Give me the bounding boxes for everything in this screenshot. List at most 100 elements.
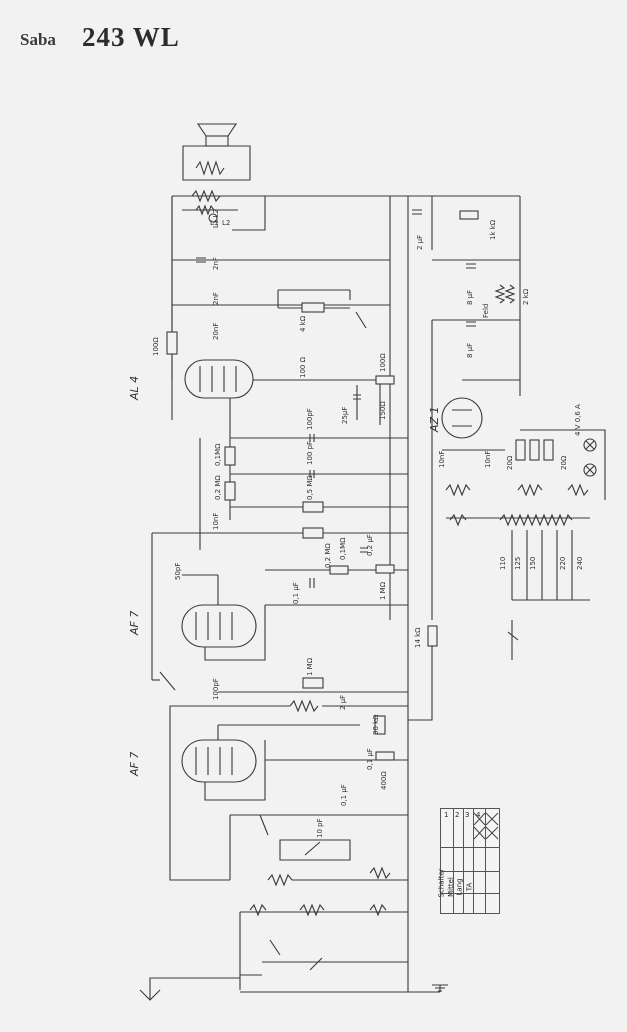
switch-table-col-1: 1 bbox=[444, 811, 449, 819]
tube-az1-icon bbox=[441, 397, 483, 439]
c01uf-a-label: 0,1 μF bbox=[292, 582, 300, 604]
r1m-label: 1 MΩ bbox=[379, 581, 387, 600]
pilot-lamp-b-icon bbox=[583, 463, 597, 477]
l2-label: L2 bbox=[222, 219, 230, 227]
r01mb-label: 0,1MΩ bbox=[339, 537, 347, 560]
r01m-label: 0,1MΩ bbox=[214, 443, 222, 466]
tube-af7-upper-icon bbox=[181, 604, 266, 661]
switch-1-icon bbox=[309, 957, 323, 971]
resistor-100c-icon bbox=[375, 375, 395, 385]
capacitor-2nf-a-icon bbox=[196, 257, 206, 263]
r150-label: 150Ω bbox=[379, 401, 387, 420]
c8uf-a-label: 8 μF bbox=[466, 290, 474, 305]
resistor-02m-icon bbox=[224, 481, 236, 501]
c20nf-label: 20nF bbox=[212, 323, 220, 340]
model-label: 243 WL bbox=[82, 22, 180, 52]
trimmer-upper-icon bbox=[159, 671, 176, 691]
trimmer-mid-icon bbox=[259, 814, 269, 836]
resistor-100-icon bbox=[166, 331, 178, 355]
resistor-01m-icon bbox=[224, 446, 236, 466]
c25uf-label: 25μF bbox=[341, 407, 349, 424]
c10nf-label: 10nF bbox=[212, 513, 220, 530]
r05m-label: 0,5 MΩ bbox=[306, 475, 314, 500]
tube-al4-icon bbox=[184, 359, 254, 420]
c2uf-label: 2 μF bbox=[339, 695, 347, 710]
c10nfb-label: 10nF bbox=[438, 451, 446, 468]
r2k-label: 2 kΩ bbox=[522, 288, 530, 305]
resistor-02mb-icon bbox=[302, 527, 324, 539]
antenna-icon bbox=[139, 977, 240, 1001]
r20a-label: 20Ω bbox=[506, 455, 514, 470]
c100pfc-label: 100pF bbox=[212, 678, 220, 700]
resistor-01mb-icon bbox=[329, 565, 349, 575]
loudspeaker-icon bbox=[182, 123, 251, 181]
r100c-label: 100Ω bbox=[379, 353, 387, 372]
resistor-1mb-icon bbox=[302, 677, 324, 689]
resistor-1m-icon bbox=[375, 564, 395, 574]
l1l2-label: L1 L2 bbox=[212, 209, 220, 228]
tube-af7-lower-icon bbox=[181, 739, 266, 801]
switch-3-icon bbox=[304, 841, 321, 856]
transformer-primary-b-icon bbox=[499, 513, 573, 527]
coil-mid-icon bbox=[267, 873, 293, 887]
resistor-05m-icon bbox=[302, 501, 324, 513]
c02uf-label: 0,2 μF bbox=[366, 534, 374, 556]
feld-label: Feld bbox=[482, 304, 490, 318]
c10pf-label: 10 pF bbox=[316, 818, 324, 838]
c8uf-b-label: 8 μF bbox=[466, 343, 474, 358]
r14k-label: 14 kΩ bbox=[414, 627, 422, 648]
brand-label: Saba bbox=[20, 30, 56, 49]
switch-icon bbox=[355, 311, 367, 329]
c01ufb-label: 0,1 μF bbox=[366, 748, 374, 770]
resistor-30k-icon bbox=[374, 715, 386, 735]
transformer-secondary-a-icon bbox=[445, 483, 471, 497]
r100-label: 100Ω bbox=[152, 337, 160, 356]
r30k-label: 30 kΩ bbox=[372, 714, 380, 735]
r02m-label: 0,2 MΩ bbox=[214, 475, 222, 500]
ground-icon bbox=[432, 984, 448, 992]
switch-table-col-2: 2 bbox=[455, 811, 460, 819]
pilot-lamp-a-icon bbox=[583, 438, 597, 452]
tube-af7-upper-label: AF 7 bbox=[128, 611, 141, 636]
voltage-150-label: 150 bbox=[529, 557, 537, 570]
tube-af7-lower-label: AF 7 bbox=[128, 752, 141, 777]
c2nf-a-label: 2nF bbox=[212, 257, 220, 270]
transformer-primary-a-icon bbox=[449, 513, 467, 527]
r1mb-label: 1 MΩ bbox=[306, 657, 314, 676]
switch-table-marks bbox=[473, 812, 499, 840]
r1k-label: 1k kΩ bbox=[489, 219, 497, 240]
resistor-20a-icon bbox=[515, 439, 526, 461]
transformer-secondary-c-icon bbox=[567, 483, 589, 497]
voltage-240-label: 240 bbox=[576, 557, 584, 570]
r400-label: 400Ω bbox=[380, 771, 388, 790]
c2nf-b-label: 2nF bbox=[212, 292, 220, 305]
r100b-label: 100 Ω bbox=[299, 356, 307, 378]
coil-upper-icon bbox=[289, 699, 319, 713]
r4k-label: 4 kΩ bbox=[299, 315, 307, 332]
c10nfc-label: 10nF bbox=[484, 451, 492, 468]
voltage-220-label: 220 bbox=[559, 557, 567, 570]
switch-table-col-3: 3 bbox=[465, 811, 470, 819]
coil-input-b-icon bbox=[299, 903, 325, 917]
resistor-1k-icon bbox=[459, 210, 479, 220]
coil-input-a-icon bbox=[249, 903, 267, 917]
switch-table: Schalter Mittel Lang TA 1 2 3 4 bbox=[437, 808, 500, 914]
transformer-secondary-b-icon bbox=[517, 483, 543, 497]
lamp-label: 4 V 0,6 A bbox=[574, 404, 582, 436]
c2ufb-label: 2 μF bbox=[416, 235, 424, 250]
coil-input-c-icon bbox=[369, 903, 387, 917]
c100pf-label: 100pF bbox=[306, 408, 314, 430]
voltage-110-label: 110 bbox=[499, 557, 507, 570]
switch-table-col-4: 4 bbox=[476, 811, 481, 819]
resistor-400-icon bbox=[375, 751, 395, 761]
tube-al4-label: AL 4 bbox=[128, 376, 141, 401]
resistor-4k-icon bbox=[301, 302, 325, 313]
mains-switch-icon bbox=[507, 620, 519, 641]
c100pfb-label: 100 pF bbox=[306, 441, 314, 465]
resistor-14k-icon bbox=[427, 625, 438, 647]
trimmer-lower-icon bbox=[269, 939, 281, 956]
r20b-label: 20Ω bbox=[560, 455, 568, 470]
c50pf-label: 50pF bbox=[174, 563, 182, 580]
tube-az1-label: AZ 1 bbox=[428, 406, 441, 433]
